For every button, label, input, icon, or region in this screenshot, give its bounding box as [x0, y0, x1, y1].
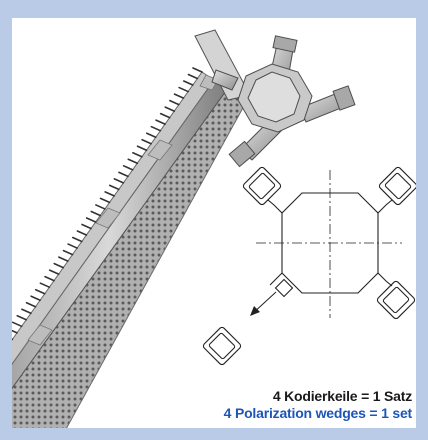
- connector-pin: [0, 341, 9, 347]
- connector-pin: [71, 236, 83, 243]
- connector-pin: [122, 165, 134, 171]
- connector-pin: [178, 86, 189, 93]
- connector-pin: [85, 217, 97, 223]
- connector-pin: [30, 295, 41, 302]
- connector-pin: [25, 301, 37, 308]
- connector-pin: [16, 314, 28, 321]
- wedge-assembly-3d: [211, 35, 356, 168]
- connector-pin: [21, 308, 32, 315]
- connector-rail: [0, 29, 251, 440]
- caption-block: 4 Kodierkeile = 1 Satz 4 Polarization we…: [223, 388, 413, 422]
- connector-pin: [95, 204, 106, 210]
- connector-pin: [11, 321, 23, 328]
- connector-pin: [39, 282, 51, 288]
- connector-pin: [34, 288, 46, 295]
- connector-pin: [155, 119, 166, 125]
- connector-pin: [48, 269, 60, 275]
- connector-pin: [141, 138, 152, 145]
- connector-pin: [164, 106, 176, 112]
- connector-pin: [136, 145, 148, 152]
- connector-pin: [7, 328, 18, 334]
- connector-pin: [182, 80, 194, 86]
- caption-line-de: 4 Kodierkeile = 1 Satz: [272, 388, 412, 404]
- connector-pin: [187, 73, 199, 80]
- connector-pin: [173, 93, 185, 99]
- connector-pin: [169, 99, 180, 106]
- connector-pin: [76, 230, 88, 236]
- connector-pin: [145, 132, 157, 139]
- connector-pin: [67, 243, 78, 249]
- caption-line-en: 4 Polarization wedges = 1 set: [223, 405, 413, 421]
- connector-pin: [44, 275, 55, 282]
- connector-pin: [192, 67, 203, 73]
- connector-pin: [81, 223, 92, 230]
- connector-pin: [159, 112, 171, 119]
- connector-pin: [53, 262, 65, 269]
- connector-pin: [2, 334, 14, 341]
- technical-drawing: [202, 166, 418, 366]
- connector-pin: [62, 249, 74, 256]
- connector-pin: [150, 125, 162, 132]
- connector-pin: [118, 171, 129, 178]
- connector-pin: [0, 350, 4, 354]
- connector-pin: [127, 158, 139, 165]
- connector-pin: [132, 151, 143, 158]
- connector-pin: [108, 184, 120, 191]
- connector-pin: [90, 210, 102, 217]
- connector-pin: [104, 191, 115, 197]
- connector-pin: [58, 256, 69, 262]
- connector-pin: [113, 178, 125, 184]
- connector-pin: [99, 197, 111, 204]
